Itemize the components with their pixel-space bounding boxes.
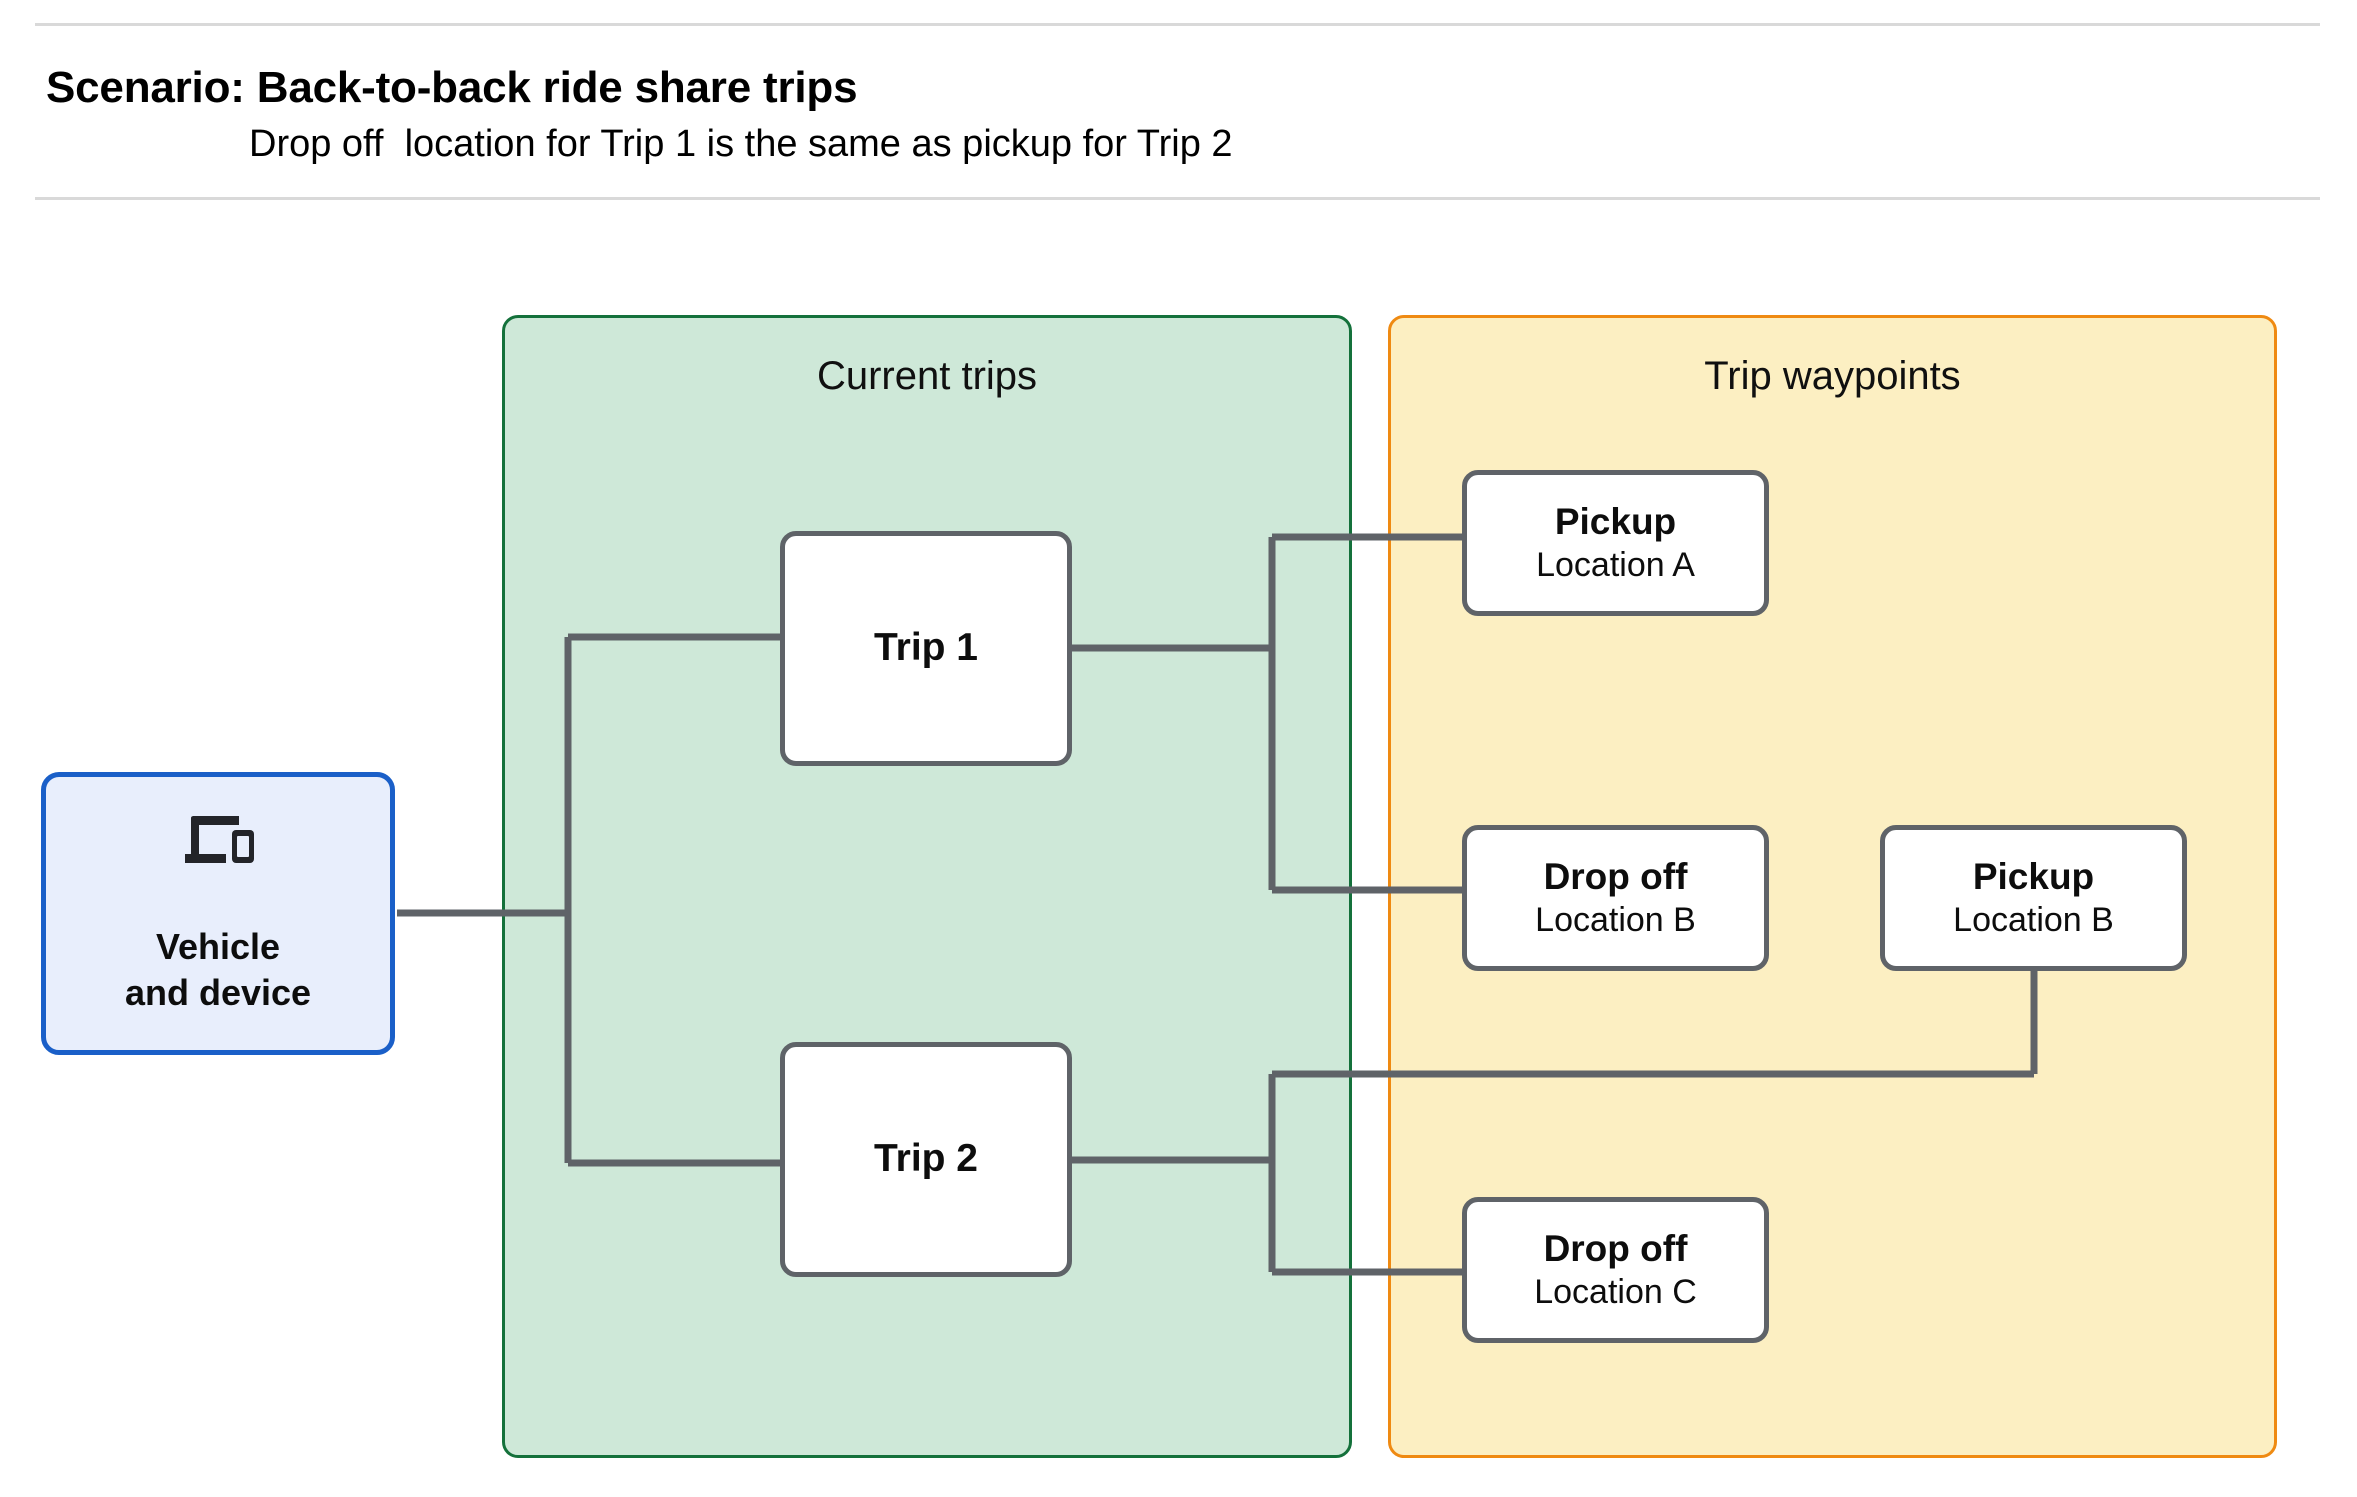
trip-1-label: Trip 1 bbox=[873, 626, 979, 670]
node-pickup-location-a[interactable]: Pickup Location A bbox=[1462, 470, 1769, 616]
page-subtitle: Drop off location for Trip 1 is the same… bbox=[249, 123, 1233, 165]
dropoff-c-location: Location C bbox=[1534, 1273, 1697, 1312]
lane-trip-waypoints-title: Trip waypoints bbox=[1704, 354, 1961, 398]
lane-current-trips: Current trips bbox=[502, 315, 1352, 1458]
page-title: Scenario: Back-to-back ride share trips bbox=[46, 63, 858, 112]
pickup-a-title: Pickup bbox=[1554, 500, 1677, 542]
lane-current-trips-title: Current trips bbox=[816, 354, 1038, 398]
dropoff-b-location: Location B bbox=[1535, 901, 1696, 940]
node-pickup-location-b[interactable]: Pickup Location B bbox=[1880, 825, 2187, 971]
pickup-a-location: Location A bbox=[1536, 546, 1695, 585]
dropoff-b-title: Drop off bbox=[1543, 855, 1688, 897]
devices-icon bbox=[185, 816, 254, 864]
pickup-b-location: Location B bbox=[1953, 901, 2114, 940]
node-vehicle-and-device[interactable]: Vehicle and device bbox=[41, 772, 395, 1055]
header-divider-top bbox=[35, 23, 2320, 26]
node-trip-2[interactable]: Trip 2 bbox=[780, 1042, 1072, 1277]
vehicle-and-device-label: Vehicle and device bbox=[124, 926, 312, 1013]
pickup-b-title: Pickup bbox=[1972, 855, 2095, 897]
trip-2-label: Trip 2 bbox=[873, 1137, 979, 1181]
node-dropoff-location-c[interactable]: Drop off Location C bbox=[1462, 1197, 1769, 1343]
header-divider-bottom bbox=[35, 197, 2320, 200]
node-dropoff-location-b[interactable]: Drop off Location B bbox=[1462, 825, 1769, 971]
dropoff-c-title: Drop off bbox=[1543, 1227, 1688, 1269]
node-trip-1[interactable]: Trip 1 bbox=[780, 531, 1072, 766]
